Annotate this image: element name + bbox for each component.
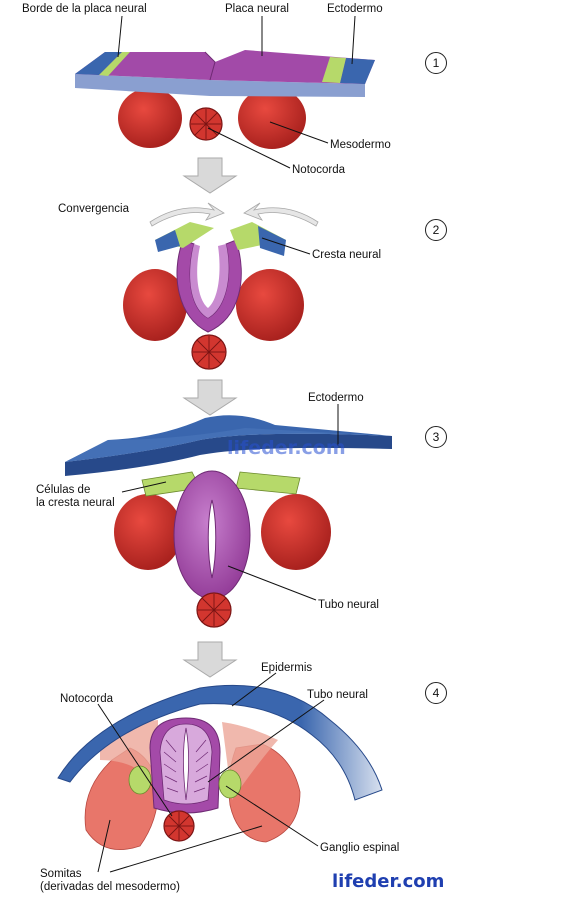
neural-canal: [207, 499, 217, 579]
right-fold-top: [230, 222, 286, 250]
label-neural-crest: Cresta neural: [312, 249, 382, 261]
label-ectoderm-1: Ectodermo: [327, 3, 383, 15]
central-canal: [182, 727, 190, 801]
watermark-corner: lifeder.com: [332, 871, 445, 892]
neural-border-right: [322, 57, 346, 83]
notochord-rays-2: [193, 336, 225, 368]
mesoderm-right-2: [236, 269, 304, 341]
spinal-ganglion-left: [128, 765, 152, 795]
neural-fold-u: [176, 239, 242, 333]
step-number-3: 3: [425, 426, 447, 448]
spinal-ganglion-right: [218, 769, 242, 799]
stage-3-neural-tube: [65, 415, 392, 628]
leaders-stage-3: [121, 404, 339, 601]
label-neural-tube-4: Tubo neural: [307, 689, 368, 701]
label-mesoderm: Mesodermo: [330, 139, 391, 151]
epidermis-mist: [300, 690, 390, 760]
stage-2-neural-fold: [123, 202, 319, 370]
ectoderm-sheet-front: [65, 433, 392, 476]
label-neural-plate: Placa neural: [225, 3, 289, 15]
label-notochord-4: Notocorda: [60, 693, 114, 705]
convergence-arrow-right: [243, 202, 319, 227]
leaders-stage-1: [117, 15, 356, 169]
crest-cells-right: [235, 471, 301, 495]
ectoderm-sheet-bridge: [65, 428, 392, 462]
notochord-rays-4: [165, 812, 193, 840]
leaders-stage-2: [261, 237, 311, 255]
epidermis-arc: [57, 685, 383, 801]
left-fold-ecto: [155, 230, 180, 252]
watermark-center: lifeder.com: [227, 437, 346, 459]
label-convergence: Convergencia: [58, 203, 129, 215]
label-neural-crest-cells: Células de la cresta neural: [36, 484, 115, 509]
label-neural-tube-3: Tubo neural: [318, 599, 379, 611]
label-epidermis: Epidermis: [261, 662, 313, 674]
stage-1-neural-plate: [75, 50, 375, 149]
leaders-stage-4: [97, 672, 325, 873]
notochord-rays: [191, 109, 221, 139]
mesoderm-left-3: [114, 494, 182, 570]
label-ectoderm-3: Ectodermo: [308, 392, 364, 404]
label-somites: Somitas (derivadas del mesodermo): [40, 868, 180, 893]
down-arrow-2: [182, 379, 238, 416]
ectoderm-slab-front: [75, 74, 365, 97]
label-neural-plate-border: Borde de la placa neural: [22, 3, 147, 15]
stage-4-embryo-section: [57, 685, 390, 850]
ectoderm-slab-top: [75, 50, 375, 84]
neural-tube-striations: [163, 739, 209, 793]
mesoderm-right: [238, 87, 306, 149]
neural-fold-inner: [190, 244, 229, 318]
down-arrow-3: [182, 641, 238, 678]
ectoderm-right: [340, 58, 375, 84]
mesoderm-left-2: [123, 269, 187, 341]
step-number-4: 4: [425, 682, 447, 704]
mesoderm-left: [118, 88, 182, 148]
mesoderm-right-3: [261, 494, 331, 570]
down-arrow-1: [182, 157, 238, 194]
label-notochord-1: Notocorda: [292, 164, 346, 176]
neural-border-left: [99, 52, 130, 76]
step-number-1: 1: [425, 52, 447, 74]
notochord-rays-3: [198, 594, 230, 626]
step-number-2: 2: [425, 219, 447, 241]
convergence-arrow-left: [149, 202, 225, 227]
ectoderm-left: [75, 52, 122, 75]
neural-groove: [204, 51, 216, 81]
label-spinal-ganglion: Ganglio espinal: [320, 842, 400, 854]
